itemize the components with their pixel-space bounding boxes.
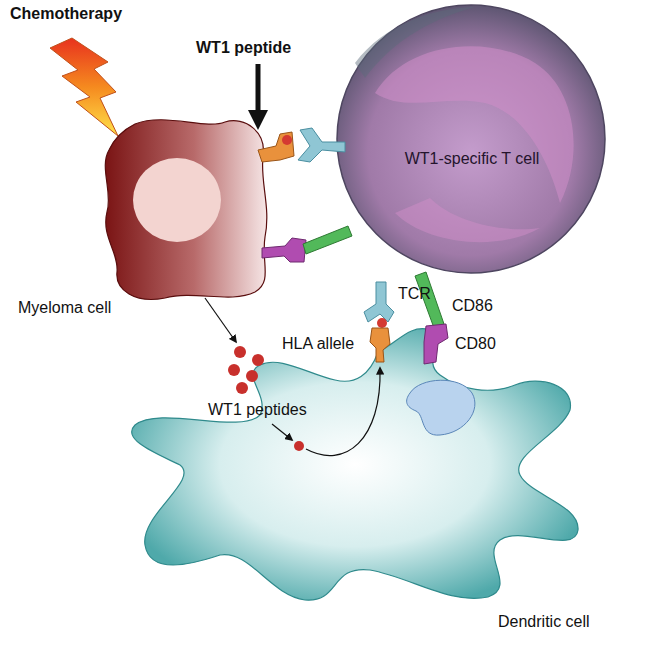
peptide-dot xyxy=(282,135,292,145)
cell-label: Dendritic cell xyxy=(498,612,590,631)
dendritic-shape xyxy=(120,315,590,615)
cell-label: WT1-specific T cell xyxy=(397,149,547,168)
peptide-dot xyxy=(252,354,264,366)
flow-arrow xyxy=(205,298,236,342)
flow-arrow xyxy=(272,424,292,440)
tcr-receptor xyxy=(298,128,345,162)
cd80-molecule xyxy=(424,324,448,364)
peptide-label: WT1 peptide xyxy=(196,38,291,57)
tcell-shape xyxy=(335,3,607,275)
pointer-arrow xyxy=(256,64,261,124)
molecule-label: HLA allele xyxy=(282,334,354,353)
peptide-dot xyxy=(294,441,304,451)
cd80-molecule xyxy=(262,238,306,262)
lightning-bolt xyxy=(50,38,118,136)
peptide-dot xyxy=(246,370,258,382)
peptide-label: WT1 peptides xyxy=(208,400,307,419)
molecule-label: CD80 xyxy=(455,334,496,353)
myeloma-cell: Myeloma cell xyxy=(95,112,275,302)
chemotherapy-label: Chemotherapy xyxy=(10,4,122,23)
peptide-dot xyxy=(234,346,246,358)
tcr-receptor xyxy=(364,282,394,322)
dendritic-cell: Dendritic cell xyxy=(120,315,590,615)
uptake-arrow xyxy=(306,368,380,456)
t-cell: WT1-specific T cell xyxy=(335,3,607,275)
myeloma-shape xyxy=(95,112,275,302)
peptide-dot xyxy=(228,364,240,376)
cell-label: Myeloma cell xyxy=(18,298,111,317)
peptide-dot xyxy=(236,382,248,394)
cd86-molecule xyxy=(303,226,352,254)
hla-molecule xyxy=(370,328,390,362)
hla-molecule xyxy=(258,132,294,162)
molecule-label: CD86 xyxy=(452,296,493,315)
peptide-dot xyxy=(377,318,387,328)
molecule-label: TCR xyxy=(398,284,431,303)
